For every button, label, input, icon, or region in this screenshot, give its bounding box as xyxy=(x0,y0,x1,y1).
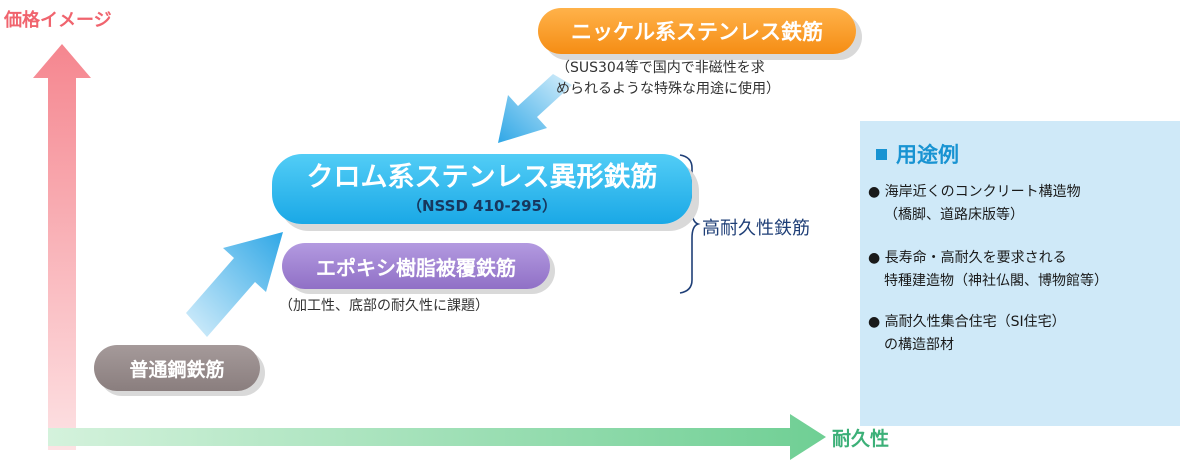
chrome-stainless-rebar-label: クロム系ステンレス異形鉄筋 （NSSD 410-295） xyxy=(272,154,692,224)
group-bracket xyxy=(679,154,701,294)
square-bullet-icon xyxy=(876,148,887,160)
usage-item-line-2: の構造部材 xyxy=(884,337,954,353)
epoxy-coated-rebar-label: エポキシ樹脂被覆鉄筋 xyxy=(282,243,550,289)
bullet-icon: ● xyxy=(868,314,885,330)
upgrade-arrow-icon xyxy=(186,232,283,337)
usage-title-text: 用途例 xyxy=(896,143,959,167)
usage-item: ● 長寿命・高耐久を要求される 特種建造物（神社仏閣、博物館等） xyxy=(868,247,1108,293)
y-axis-arrow xyxy=(33,44,91,450)
usage-title: 用途例 xyxy=(876,139,959,169)
usage-item-line-2: （橋脚、道路床版等） xyxy=(884,207,1024,223)
epoxy-coated-note: （加工性、底部の耐久性に課題） xyxy=(279,298,489,314)
usage-item: ● 海岸近くのコンクリート構造物 （橋脚、道路床版等） xyxy=(868,181,1081,227)
usage-item-line-2: 特種建造物（神社仏閣、博物館等） xyxy=(884,273,1108,289)
y-axis-label: 価格イメージ xyxy=(4,10,112,31)
bullet-icon: ● xyxy=(868,184,885,200)
bullet-icon: ● xyxy=(868,250,885,266)
downgrade-arrow-icon xyxy=(498,74,572,143)
plain-steel-rebar-label: 普通鋼鉄筋 xyxy=(94,345,260,391)
chrome-stainless-code: （NSSD 410-295） xyxy=(406,197,557,215)
nickel-stainless-note: （SUS304等で国内で非磁性を求 められるような特殊な用途に使用） xyxy=(556,58,780,100)
nickel-stainless-rebar-label: ニッケル系ステンレス鉄筋 xyxy=(538,8,856,54)
usage-examples-panel: 用途例 ● 海岸近くのコンクリート構造物 （橋脚、道路床版等） ● 長寿命・高耐… xyxy=(860,121,1180,426)
usage-item: ● 高耐久性集合住宅（SI住宅） の構造部材 xyxy=(868,311,1066,357)
nickel-note-line-1: （SUS304等で国内で非磁性を求 xyxy=(556,60,765,76)
high-durability-group-label: 高耐久性鉄筋 xyxy=(702,218,810,239)
nickel-note-line-2: められるような特殊な用途に使用） xyxy=(556,81,780,97)
x-axis-arrow xyxy=(48,414,826,460)
chrome-stainless-name: クロム系ステンレス異形鉄筋 xyxy=(306,162,658,193)
usage-item-line-1: 長寿命・高耐久を要求される xyxy=(884,250,1067,266)
usage-item-line-1: 高耐久性集合住宅（SI住宅） xyxy=(884,314,1066,330)
x-axis-label: 耐久性 xyxy=(832,428,890,450)
usage-item-line-1: 海岸近くのコンクリート構造物 xyxy=(884,184,1081,200)
